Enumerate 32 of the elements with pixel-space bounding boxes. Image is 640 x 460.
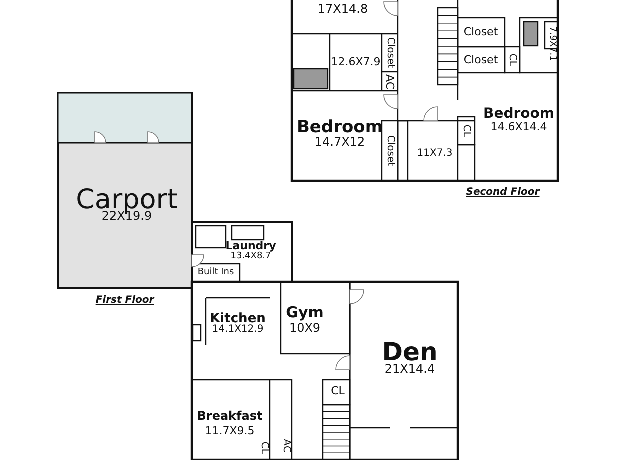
room-name: Closet xyxy=(464,54,498,66)
room-dimensions: 11.7X9.5 xyxy=(205,426,255,436)
room-dimensions: 14.6X14.4 xyxy=(490,122,548,132)
room-name: Breakfast xyxy=(197,410,263,422)
room-dimensions: 21X14.4 xyxy=(384,363,436,375)
room-name: Closet xyxy=(385,135,395,167)
room-dimensions: 14.1X12.9 xyxy=(212,325,264,335)
room-dimensions: 12.6X7.9 xyxy=(331,56,381,68)
room-name: Carport xyxy=(76,186,178,214)
room-dimensions: 11X7.3 xyxy=(417,149,453,159)
floor-caption: Second Floor xyxy=(466,188,540,198)
room-name: CL xyxy=(507,54,517,66)
room-name: Bedroom xyxy=(484,107,554,121)
room-dimensions: 17X14.8 xyxy=(318,3,368,15)
room-name: Bedroom xyxy=(296,120,384,136)
room-name: CL xyxy=(331,386,345,396)
room-name: CL xyxy=(461,124,471,138)
room-dimensions: 7.9X7.1 xyxy=(548,26,556,62)
room-name: Closet xyxy=(464,26,498,38)
room-name: AC xyxy=(384,74,396,90)
room-name: Gym xyxy=(286,306,324,320)
room-name: Laundry xyxy=(226,240,276,252)
floor-caption: First Floor xyxy=(96,296,154,306)
room-name: Kitchen xyxy=(210,312,266,326)
room-dimensions: 10X9 xyxy=(289,322,321,334)
room-name: AC xyxy=(281,439,291,453)
room-name: Built Ins xyxy=(198,268,234,278)
room-dimensions: 14.7X12 xyxy=(314,136,366,148)
room-dimensions: 13.4X8.7 xyxy=(230,252,272,262)
room-name: CL xyxy=(259,442,269,454)
room-name: Den xyxy=(382,340,438,364)
room-name: Closet xyxy=(385,37,395,69)
